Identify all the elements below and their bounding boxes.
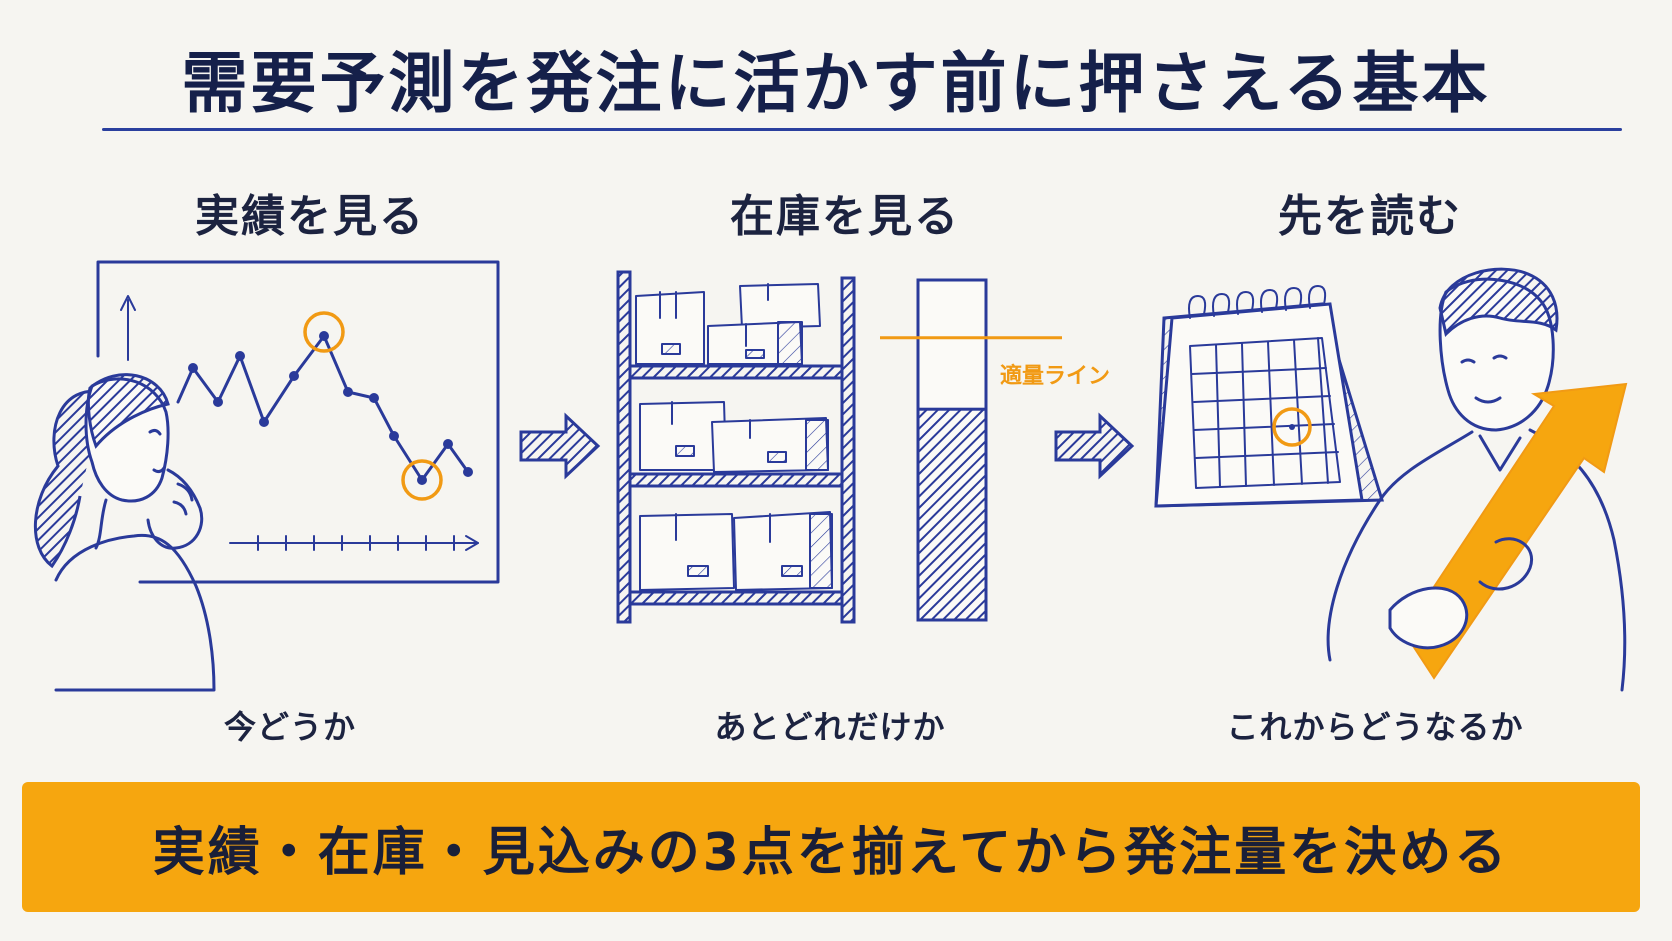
step-heading-results: 実績を見る bbox=[195, 191, 425, 242]
woman-thinking-figure bbox=[34, 373, 216, 692]
gauge-fill-level bbox=[916, 407, 988, 622]
title-underline bbox=[102, 128, 1622, 131]
forecast-date-highlight bbox=[1272, 407, 1312, 447]
step-heading-forecast: 先を読む bbox=[1278, 191, 1462, 242]
trend-line bbox=[176, 334, 470, 482]
step-heading-inventory: 在庫を見る bbox=[730, 191, 960, 242]
storage-shelf bbox=[616, 270, 856, 624]
flow-arrow-2 bbox=[1054, 412, 1135, 480]
dip-highlight-circle bbox=[401, 459, 443, 501]
trend-chart-board bbox=[96, 260, 500, 584]
step-caption-forecast: これからどうなるか bbox=[1226, 708, 1524, 746]
optimal-line-label: 適量ライン bbox=[1000, 364, 1111, 389]
summary-banner-text: 実績・在庫・見込みの3点を揃えてから発注量を決める bbox=[152, 822, 1510, 883]
peak-highlight-circle bbox=[303, 311, 345, 353]
flow-arrow-1 bbox=[519, 412, 601, 480]
summary-banner: 実績・在庫・見込みの3点を揃えてから発注量を決める bbox=[22, 782, 1640, 912]
desk-calendar bbox=[1154, 285, 1385, 508]
man-with-growth-arrow bbox=[1326, 267, 1628, 692]
page-title: 需要予測を発注に活かす前に押さえる基本 bbox=[181, 45, 1491, 122]
trend-points bbox=[188, 331, 473, 485]
inventory-gauge bbox=[880, 278, 1062, 622]
step-caption-inventory: あとどれだけか bbox=[714, 708, 946, 746]
step-caption-results: 今どうか bbox=[223, 708, 356, 746]
